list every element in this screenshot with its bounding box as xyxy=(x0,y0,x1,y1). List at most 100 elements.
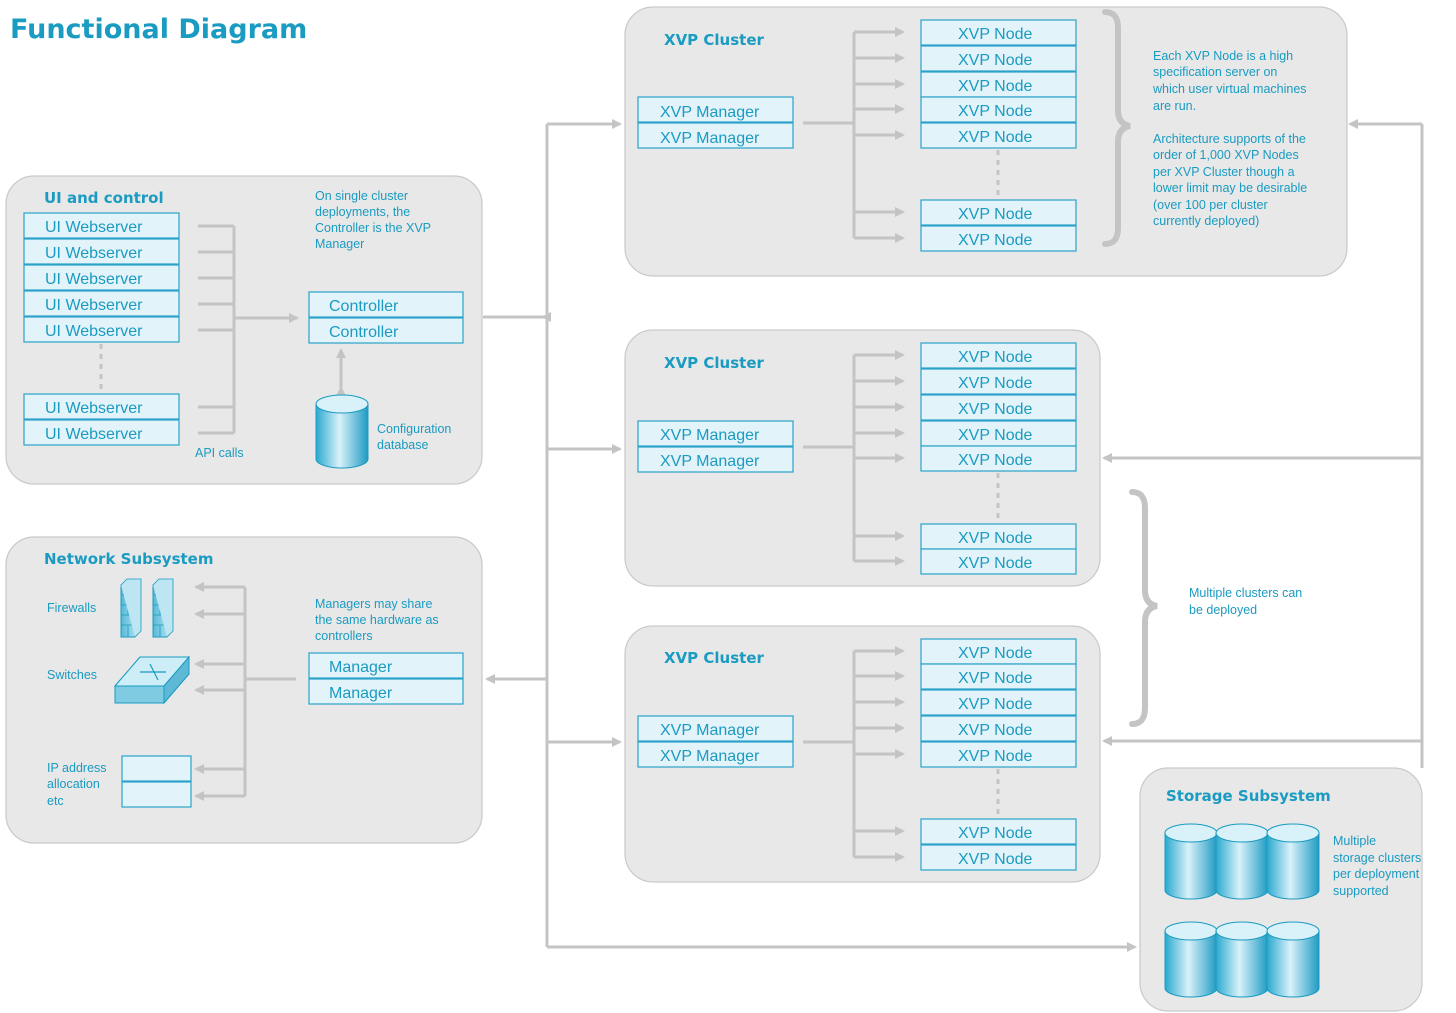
xvp-node-label: XVP Node xyxy=(958,645,1033,662)
xvp-node-label: XVP Node xyxy=(958,52,1033,69)
xvp-node-label: XVP Node xyxy=(958,401,1033,418)
xvp-node[interactable]: XVP Node xyxy=(920,394,1077,421)
xvp-node[interactable]: XVP Node xyxy=(920,420,1077,447)
xvp-manager-label: XVP Manager xyxy=(660,748,760,765)
xvp-manager-label: XVP Manager xyxy=(660,130,760,147)
ui-webserver-6[interactable]: UI Webserver xyxy=(23,393,180,420)
xvp-node[interactable]: XVP Node xyxy=(920,663,1077,690)
xvp-node[interactable]: XVP Node xyxy=(920,71,1077,98)
svg-text:Configuration: Configuration xyxy=(377,422,451,436)
xvp-manager[interactable]: XVP Manager xyxy=(637,96,794,123)
network-note: Managers may share the same hardware as … xyxy=(315,597,439,643)
ui-webserver-label: UI Webserver xyxy=(45,219,143,236)
svg-text:IP address: IP address xyxy=(47,761,107,775)
xvp-node[interactable]: XVP Node xyxy=(920,818,1077,845)
svg-text:storage clusters: storage clusters xyxy=(1333,851,1421,865)
xvp-manager[interactable]: XVP Manager xyxy=(637,741,794,768)
xvp-node[interactable]: XVP Node xyxy=(920,122,1077,149)
database-icon xyxy=(315,394,369,469)
api-bus xyxy=(198,224,299,435)
xvp-node[interactable]: XVP Node xyxy=(920,689,1077,716)
svg-text:Multiple clusters can: Multiple clusters can xyxy=(1189,586,1302,600)
svg-text:allocation: allocation xyxy=(47,777,100,791)
svg-text:deployments, the: deployments, the xyxy=(315,205,410,219)
controller-1[interactable]: Controller xyxy=(308,291,464,318)
svg-text:etc: etc xyxy=(47,794,64,808)
ip-allocation-box-2[interactable] xyxy=(121,781,192,808)
ui-webserver-1[interactable]: UI Webserver xyxy=(23,212,180,239)
xvp-manager[interactable]: XVP Manager xyxy=(637,715,794,742)
svg-text:Managers may share: Managers may share xyxy=(315,597,432,611)
svg-text:are run.: are run. xyxy=(1153,99,1196,113)
xvp-node-label: XVP Node xyxy=(958,206,1033,223)
xvp-manager[interactable]: XVP Manager xyxy=(637,420,794,447)
svg-text:be deployed: be deployed xyxy=(1189,603,1257,617)
svg-text:the same hardware as: the same hardware as xyxy=(315,613,439,627)
xvp-manager-label: XVP Manager xyxy=(660,722,760,739)
controller-2[interactable]: Controller xyxy=(308,317,464,344)
xvp-node[interactable]: XVP Node xyxy=(920,19,1077,46)
xvp-node[interactable]: XVP Node xyxy=(920,548,1077,575)
xvp-node-label: XVP Node xyxy=(958,825,1033,842)
xvp-node[interactable]: XVP Node xyxy=(920,342,1077,369)
svg-text:specification server on: specification server on xyxy=(1153,65,1277,79)
svg-text:controllers: controllers xyxy=(315,629,373,643)
node-brace-icon xyxy=(1102,9,1131,247)
storage-title: Storage Subsystem xyxy=(1166,787,1331,805)
xvp-node[interactable]: XVP Node xyxy=(920,523,1077,550)
ui-webserver-label: UI Webserver xyxy=(45,400,143,417)
xvp-node-label: XVP Node xyxy=(958,375,1033,392)
ui-webserver-7[interactable]: UI Webserver xyxy=(23,419,180,446)
ui-webserver-label: UI Webserver xyxy=(45,271,143,288)
xvp-manager-label: XVP Manager xyxy=(660,427,760,444)
xvp-node-label: XVP Node xyxy=(958,555,1033,572)
ui-webserver-2[interactable]: UI Webserver xyxy=(23,238,180,265)
xvp-node[interactable]: XVP Node xyxy=(920,199,1077,226)
switch-icon xyxy=(113,655,191,705)
network-bus xyxy=(194,582,296,801)
xvp-node[interactable]: XVP Node xyxy=(920,368,1077,395)
ui-webserver-3[interactable]: UI Webserver xyxy=(23,264,180,291)
svg-text:currently deployed): currently deployed) xyxy=(1153,214,1259,228)
ip-allocation-box-1[interactable] xyxy=(121,755,192,782)
ip-allocation-label: IP address allocation etc xyxy=(47,761,107,808)
xvp-node[interactable]: XVP Node xyxy=(920,445,1077,472)
xvp-node-label: XVP Node xyxy=(958,530,1033,547)
ui-webserver-5[interactable]: UI Webserver xyxy=(23,316,180,343)
xvp-node[interactable]: XVP Node xyxy=(920,45,1077,72)
svg-text:per deployment: per deployment xyxy=(1333,867,1420,881)
xvp-node-label: XVP Node xyxy=(958,103,1033,120)
xvp-node[interactable]: XVP Node xyxy=(920,225,1077,252)
svg-text:Architecture supports of the: Architecture supports of the xyxy=(1153,132,1306,146)
storage-cluster-icon xyxy=(1164,823,1320,900)
xvp-node[interactable]: XVP Node xyxy=(920,844,1077,871)
controller-label: Controller xyxy=(329,298,399,315)
svg-text:On single cluster: On single cluster xyxy=(315,189,408,203)
xvp-manager[interactable]: XVP Manager xyxy=(637,122,794,149)
ui-control-title: UI and control xyxy=(44,189,164,207)
svg-text:per XVP Cluster though a: per XVP Cluster though a xyxy=(1153,165,1295,179)
xvp-node-label: XVP Node xyxy=(958,26,1033,43)
network-manager-1[interactable]: Manager xyxy=(308,652,464,679)
xvp-node-label: XVP Node xyxy=(958,670,1033,687)
xvp-node[interactable]: XVP Node xyxy=(920,638,1077,665)
network-manager-2[interactable]: Manager xyxy=(308,678,464,705)
xvp-node[interactable]: XVP Node xyxy=(920,715,1077,742)
xvp-node-label: XVP Node xyxy=(958,78,1033,95)
ui-webserver-label: UI Webserver xyxy=(45,426,143,443)
svg-text:which user virtual machines: which user virtual machines xyxy=(1152,82,1307,96)
cluster-title: XVP Cluster xyxy=(664,649,764,667)
xvp-node-label: XVP Node xyxy=(958,349,1033,366)
storage-note: Multiple storage clusters per deployment… xyxy=(1333,834,1421,898)
cluster-fanout xyxy=(803,27,905,243)
ui-webserver-4[interactable]: UI Webserver xyxy=(23,290,180,317)
database-label: Configuration database xyxy=(377,422,451,452)
firewall-icon xyxy=(120,578,174,638)
manager-label: Manager xyxy=(329,685,393,702)
xvp-node[interactable]: XVP Node xyxy=(920,96,1077,123)
cluster-title: XVP Cluster xyxy=(664,31,764,49)
xvp-manager[interactable]: XVP Manager xyxy=(637,446,794,473)
manager-label: Manager xyxy=(329,659,393,676)
xvp-node[interactable]: XVP Node xyxy=(920,741,1077,768)
ui-webserver-label: UI Webserver xyxy=(45,297,143,314)
